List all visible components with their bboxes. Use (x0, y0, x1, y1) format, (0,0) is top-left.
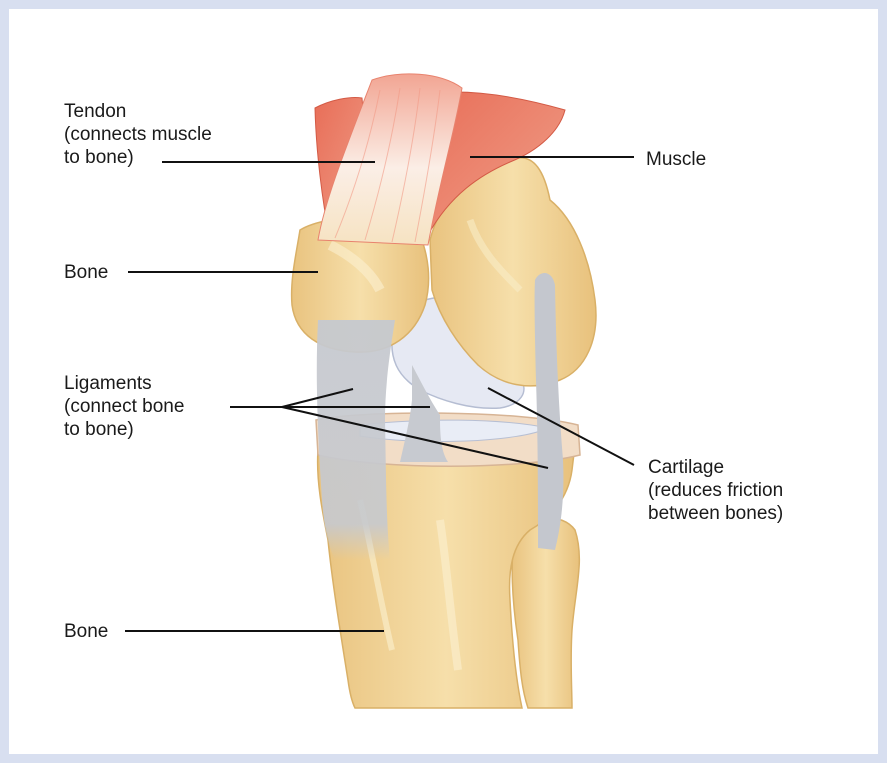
bone-upper-label: Bone (64, 261, 108, 284)
ligament-left (317, 320, 395, 560)
cartilage-label: Cartilage (reduces friction between bone… (648, 456, 783, 525)
bone-lower-label: Bone (64, 620, 108, 643)
tendon-label: Tendon (connects muscle to bone) (64, 100, 212, 169)
ligaments-label: Ligaments (connect bone to bone) (64, 372, 184, 441)
muscle-label: Muscle (646, 148, 706, 171)
